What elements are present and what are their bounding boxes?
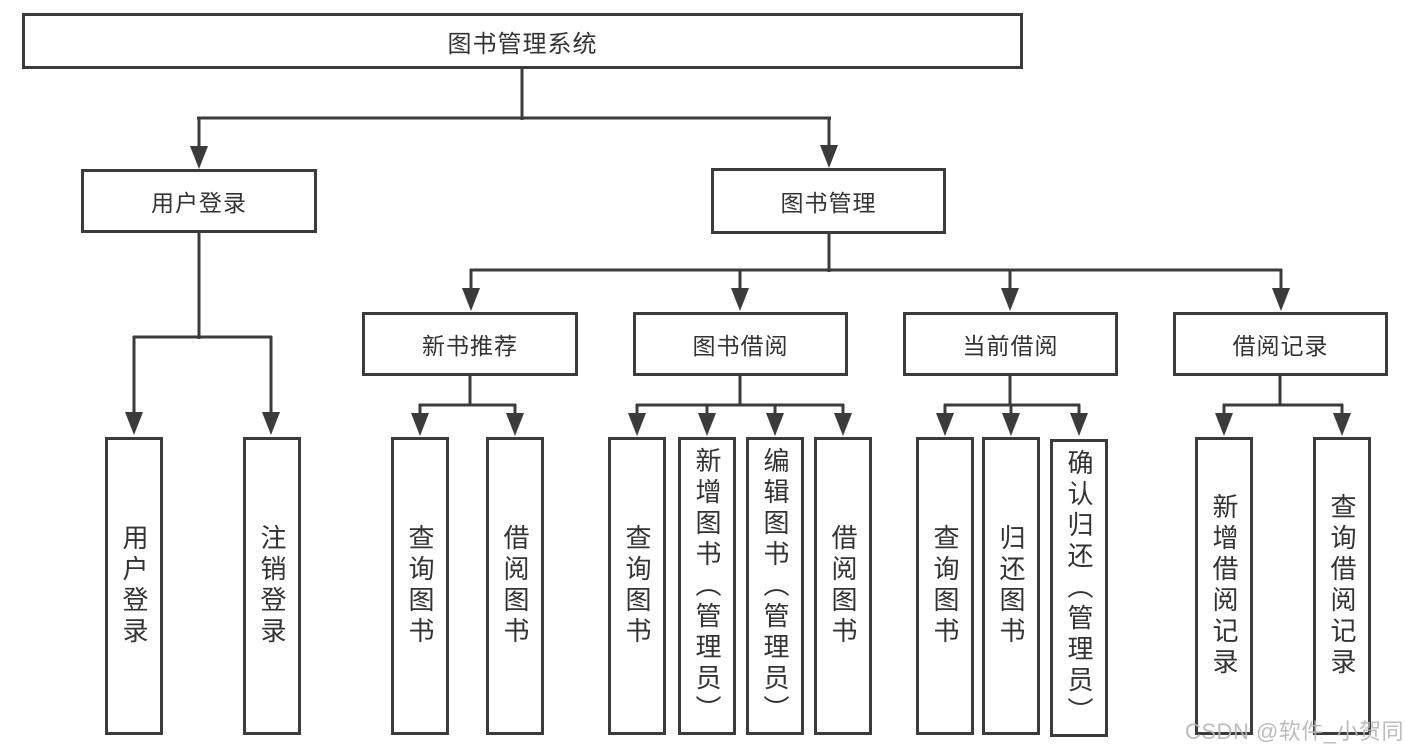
node-user-login-label: 用户登录 [151, 190, 247, 216]
leaf-borrow-books-recommend: 借阅图书 [486, 437, 544, 735]
leaf-query-books-current-label: 查询图书 [930, 524, 960, 648]
csdn-watermark: CSDN @软件_小贺同学 [1185, 719, 1405, 744]
node-book-borrow: 图书借阅 [633, 312, 848, 376]
leaf-confirm-return-admin-label: 确认归还（管理员） [1064, 448, 1094, 728]
leaf-return-book: 归还图书 [982, 437, 1040, 735]
leaf-query-books-recommend: 查询图书 [391, 437, 449, 735]
leaf-add-borrow-record-label: 新增借阅记录 [1209, 493, 1239, 679]
node-root: 图书管理系统 [22, 13, 1023, 69]
leaf-edit-book-admin-label: 编辑图书（管理员） [760, 446, 790, 726]
leaf-confirm-return-admin: 确认归还（管理员） [1050, 439, 1108, 737]
leaf-query-borrow-record-label: 查询借阅记录 [1327, 493, 1357, 679]
leaf-logout: 注销登录 [243, 437, 301, 735]
node-current-borrow-label: 当前借阅 [962, 333, 1059, 359]
node-borrow-records: 借阅记录 [1173, 312, 1388, 376]
node-user-login: 用户登录 [81, 169, 317, 233]
node-book-borrow-label: 图书借阅 [692, 333, 789, 359]
leaf-borrow-books-recommend-label: 借阅图书 [500, 524, 530, 648]
node-current-borrow: 当前借阅 [903, 312, 1118, 376]
node-root-label: 图书管理系统 [447, 30, 598, 58]
leaf-add-book-admin-label: 新增图书（管理员） [692, 446, 722, 726]
leaf-return-book-label: 归还图书 [996, 524, 1026, 648]
leaf-query-books-borrow-label: 查询图书 [622, 524, 652, 648]
node-new-book-recommend: 新书推荐 [362, 312, 578, 376]
leaf-add-book-admin: 新增图书（管理员） [678, 437, 736, 735]
leaf-query-borrow-record: 查询借阅记录 [1313, 437, 1371, 735]
node-book-management-label: 图书管理 [780, 190, 877, 216]
leaf-user-login-label: 用户登录 [119, 524, 149, 648]
leaf-query-books-current: 查询图书 [916, 437, 974, 735]
leaf-logout-label: 注销登录 [257, 524, 287, 648]
leaf-borrow-books-label: 借阅图书 [828, 524, 858, 648]
leaf-user-login: 用户登录 [105, 437, 163, 735]
node-new-book-recommend-label: 新书推荐 [422, 333, 518, 359]
node-book-management: 图书管理 [711, 168, 946, 234]
arrowheads [125, 145, 1351, 436]
leaf-add-borrow-record: 新增借阅记录 [1195, 437, 1253, 735]
leaf-borrow-books: 借阅图书 [814, 437, 872, 735]
leaf-query-books-borrow: 查询图书 [608, 437, 666, 735]
node-borrow-records-label: 借阅记录 [1232, 333, 1329, 359]
leaf-query-books-recommend-label: 查询图书 [405, 524, 435, 648]
leaf-edit-book-admin: 编辑图书（管理员） [746, 437, 804, 735]
